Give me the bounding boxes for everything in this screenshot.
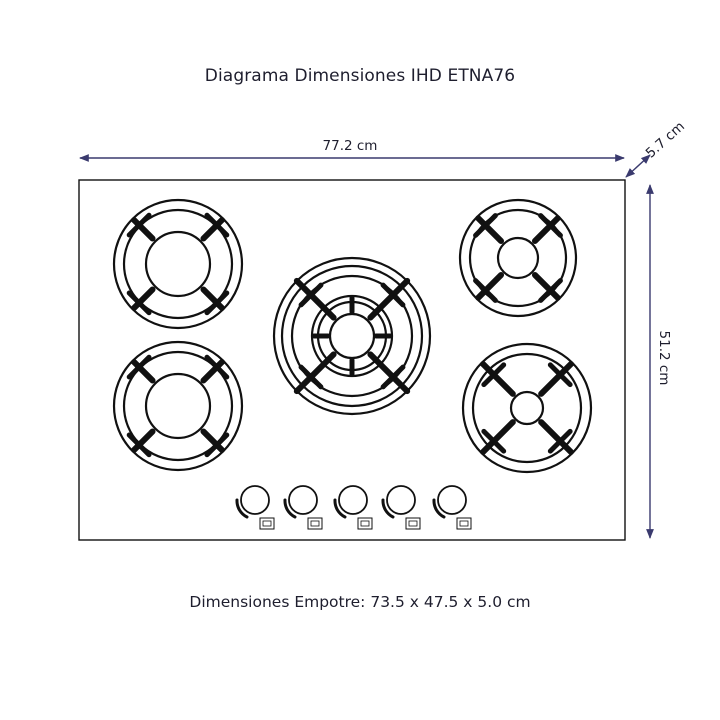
width-label: 77.2 cm	[323, 138, 378, 154]
grate-bar	[547, 428, 573, 454]
height-label: 5.7 cm	[643, 119, 688, 162]
grate-bar	[481, 428, 507, 454]
depth-dimension: 51.2 cm	[646, 184, 672, 539]
grate-bar	[380, 282, 406, 308]
height-dimension: 5.7 cm	[625, 119, 688, 178]
grate-bar	[380, 364, 406, 390]
grate-bar	[126, 212, 152, 238]
control-knob-4[interactable]	[381, 485, 421, 530]
grate-arm	[531, 215, 561, 245]
grate-bar	[126, 432, 152, 458]
grate-arm	[538, 419, 574, 455]
grate-arm	[531, 271, 561, 301]
grate-arm	[538, 361, 574, 397]
grate-bar	[126, 354, 152, 380]
grate-bar	[204, 290, 230, 316]
grate-arm	[293, 277, 337, 321]
grate-bar	[538, 213, 563, 238]
grate-bar	[298, 364, 324, 390]
burner-indicator-icon	[405, 517, 421, 530]
grate-arm	[200, 286, 225, 311]
burner-indicator-icon	[357, 517, 373, 530]
grate-arm	[131, 286, 156, 311]
grate-arm	[293, 351, 337, 395]
cutout-dimensions: Dimensiones Empotre: 73.5 x 47.5 x 5.0 c…	[189, 593, 531, 611]
grate-arm	[131, 217, 156, 242]
depth-label: 51.2 cm	[656, 331, 672, 386]
grate-bar	[204, 432, 230, 458]
grate-bar	[126, 290, 152, 316]
grate-arm	[480, 361, 516, 397]
grate-arm	[475, 215, 505, 245]
grate-bar	[473, 213, 498, 238]
grate-bar	[204, 212, 230, 238]
grate-arm	[131, 428, 156, 453]
diagram-title: Diagrama Dimensiones IHD ETNA76	[204, 66, 516, 86]
grate-arm	[131, 359, 156, 384]
burner-bottom-left	[112, 340, 244, 472]
control-knob-2[interactable]	[283, 485, 323, 530]
burner-top-left	[112, 198, 244, 330]
grate-bar	[538, 278, 563, 303]
grate-arm	[200, 217, 225, 242]
burner-indicator-icon	[259, 517, 275, 530]
width-dimension: 77.2 cm	[79, 138, 625, 162]
burner-indicator-icon	[307, 517, 323, 530]
grate-bar	[204, 354, 230, 380]
control-knob-1[interactable]	[235, 485, 275, 530]
grate-arm	[200, 428, 225, 453]
grate-bar	[473, 278, 498, 303]
grate-arm	[480, 419, 516, 455]
grate-arm	[367, 277, 411, 321]
grate-arm	[367, 351, 411, 395]
grate-arm	[200, 359, 225, 384]
burner-indicator-icon	[456, 517, 472, 530]
burner-bottom-right	[461, 342, 593, 474]
burner-top-right	[458, 198, 578, 318]
grate-bar	[298, 282, 324, 308]
burner-center-wok	[272, 256, 432, 416]
control-knob-3[interactable]	[333, 485, 373, 530]
grate-arm	[475, 271, 505, 301]
grate-bar	[481, 362, 507, 388]
grate-bar	[547, 362, 573, 388]
control-knob-5[interactable]	[432, 485, 472, 530]
